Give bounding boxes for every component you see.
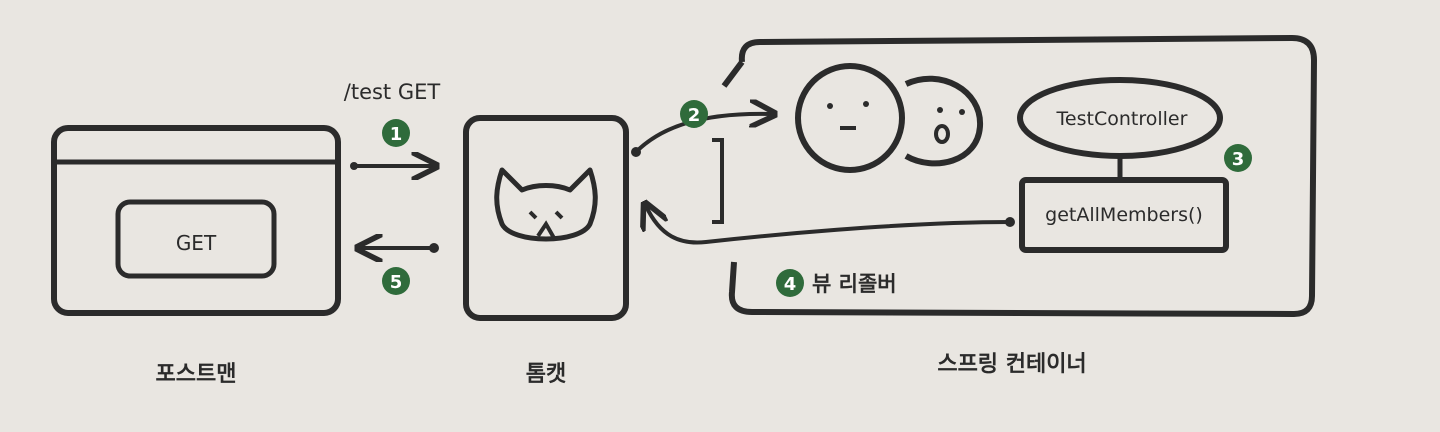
method-box [1019, 177, 1229, 253]
return-arrow [646, 206, 1011, 245]
tomcat-server [463, 115, 629, 321]
face-small-eye-right [959, 109, 965, 115]
tomcat-caption: 톰캣 [526, 362, 566, 387]
step-5-number: 5 [390, 272, 403, 293]
postman-get-label: GET [176, 231, 217, 255]
step-1-badge [382, 119, 410, 147]
request-label: /test GET [344, 80, 441, 104]
step-3-number: 3 [1232, 149, 1245, 170]
postman-get-button[interactable] [115, 199, 277, 279]
face-large-eye-left [827, 103, 833, 109]
step-5-badge [382, 267, 410, 295]
step-4-badge [776, 269, 804, 297]
face-large-eye-right [863, 101, 869, 107]
response-arrow-tail [429, 243, 439, 253]
step-3-badge [1224, 144, 1252, 172]
face-small-eye-left [937, 107, 943, 113]
face-large-icon [795, 63, 905, 173]
face-small-icon [904, 75, 984, 167]
container-caption: 스프링 컨테이너 [937, 352, 1086, 377]
step-1-number: 1 [390, 124, 403, 145]
step-4-number: 4 [784, 274, 797, 295]
view-resolver-label: 뷰 리졸버 [812, 272, 897, 296]
bracket [712, 138, 724, 224]
postman-window: GET [51, 125, 341, 316]
cat-eye-right [554, 210, 564, 220]
test-controller: TestController getAllMembers() [1017, 77, 1229, 253]
spring-container-frame [721, 35, 1317, 317]
postman-caption: 포스트맨 [156, 362, 237, 387]
postman-frame [51, 125, 341, 316]
tomcat-frame [463, 115, 629, 321]
face-small-mouth [934, 124, 950, 144]
cat-face-icon [494, 167, 598, 242]
controller-name: TestController [1056, 108, 1188, 130]
faces [795, 63, 984, 173]
step-2-badge [680, 100, 708, 128]
cat-mouth [536, 220, 556, 239]
method-name: getAllMembers() [1045, 204, 1203, 226]
cat-eye-left [528, 210, 538, 220]
step-2-number: 2 [688, 105, 701, 126]
